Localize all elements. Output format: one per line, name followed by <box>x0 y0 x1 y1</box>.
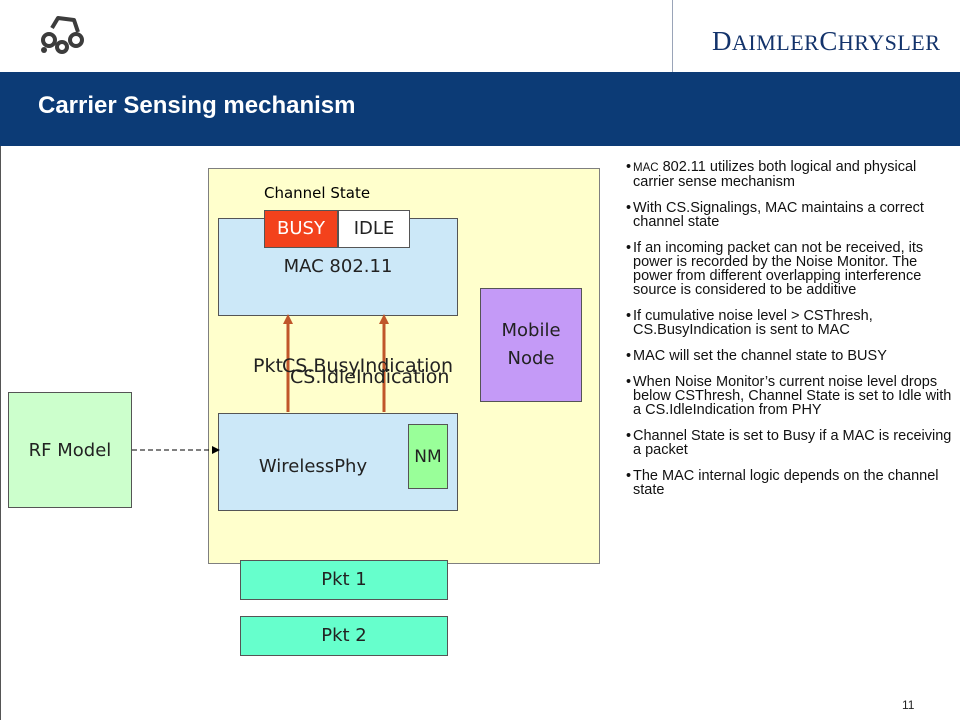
daimlerchrysler-logo: DAIMLERCHRYSLER <box>712 26 941 56</box>
pkt-label: Pkt <box>253 355 283 377</box>
bullet-item: MAC 802.11 utilizes both logical and phy… <box>626 159 960 190</box>
bullet-text: Channel State is set to Busy if a MAC is… <box>633 428 952 458</box>
mac-802-11-label: MAC 802.11 <box>283 256 393 277</box>
cs-idle-indication-label: CS.IdleIndication <box>290 366 450 388</box>
bullet-item: Channel State is set to Busy if a MAC is… <box>626 428 960 458</box>
indication-arrows <box>283 314 389 412</box>
bullet-item: With CS.Signalings, MAC maintains a corr… <box>626 200 960 230</box>
idle-state-box: IDLE <box>338 210 410 248</box>
bullet-item: The MAC internal logic depends on the ch… <box>626 468 960 498</box>
bullet-item: If cumulative noise level > CSThresh, CS… <box>626 308 960 338</box>
busy-state-box: BUSY <box>264 210 338 248</box>
mobile-node-box: Mobile Node <box>480 288 582 402</box>
packet-2-box: Pkt 2 <box>240 616 448 656</box>
busy-indication-arrow <box>283 314 293 412</box>
slide-title: Carrier Sensing mechanism <box>38 92 356 119</box>
header-divider <box>672 0 673 72</box>
rf-model-box: RF Model <box>8 392 132 508</box>
car-logo-icon <box>41 16 84 54</box>
rf-model-arrow <box>132 446 220 454</box>
bullet-text: With CS.Signalings, MAC maintains a corr… <box>633 200 924 230</box>
bullet-text: If cumulative noise level > CSThresh, CS… <box>633 308 873 338</box>
bullet-item: If an incoming packet can not be receive… <box>626 240 960 298</box>
bullet-text: If an incoming packet can not be receive… <box>633 240 924 298</box>
bullet-list: MAC 802.11 utilizes both logical and phy… <box>626 160 960 509</box>
bullet-text: The MAC internal logic depends on the ch… <box>633 468 939 498</box>
bullet-item: MAC will set the channel state to BUSY <box>626 348 960 364</box>
idle-indication-arrow <box>379 314 389 412</box>
cs-busy-indication-label: CS.BusyIndication <box>282 355 454 377</box>
bullet-item: When Noise Monitor’s current noise level… <box>626 374 960 418</box>
channel-state-label: Channel State <box>264 184 371 202</box>
noise-monitor-box: NM <box>408 424 448 489</box>
page-number: 11 <box>902 698 915 712</box>
bullet-text: 802.11 utilizes both logical and physica… <box>633 159 917 190</box>
wireless-phy-label: WirelessPhy <box>258 456 368 477</box>
bullet-text: When Noise Monitor’s current noise level… <box>633 374 952 418</box>
bullet-text: MAC will set the channel state to BUSY <box>633 348 887 364</box>
left-border <box>0 146 1 720</box>
bullet-small-text: MAC <box>633 162 659 174</box>
packet-1-box: Pkt 1 <box>240 560 448 600</box>
title-bar <box>0 72 960 146</box>
